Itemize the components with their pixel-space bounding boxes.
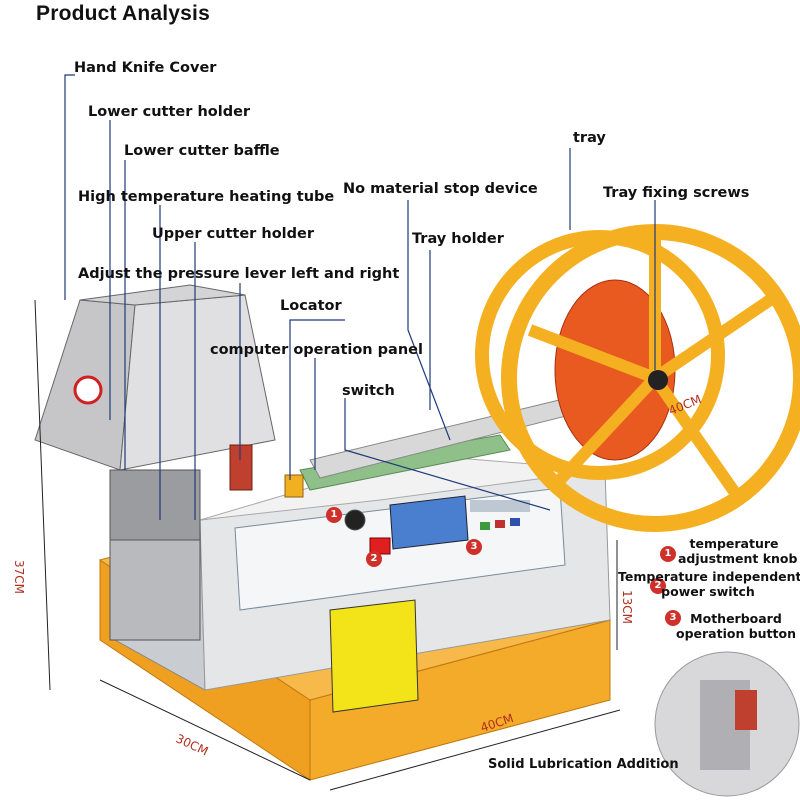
button-grey-1: [470, 500, 530, 512]
button-red: [495, 520, 505, 528]
leader-lines: [64, 74, 656, 520]
cutter-column: [109, 469, 201, 541]
label-switch: switch: [342, 383, 395, 399]
legend-item-1: temperature adjustment knob: [678, 536, 798, 566]
legend-item-1-line2: adjustment knob: [678, 551, 798, 566]
legend-item-1-line1: temperature: [689, 536, 779, 551]
label-operation-panel: computer operation panel: [210, 342, 423, 358]
label-upper-cutter-holder: Upper cutter holder: [152, 226, 314, 242]
label-lower-cutter-holder: Lower cutter holder: [88, 104, 251, 120]
dimension-lines: [34, 299, 621, 791]
dim-height-left: 37CM: [12, 560, 26, 595]
inset-lubrication: [654, 651, 800, 797]
page-title: Product Analysis: [36, 2, 210, 25]
lower-cutter: [109, 539, 201, 641]
heating-spring: [229, 444, 253, 491]
legend-item-3-line1: Motherboard: [690, 611, 782, 626]
lcd-screen: [389, 495, 469, 550]
label-locator: Locator: [280, 298, 342, 314]
inset-caption: Solid Lubrication Addition: [488, 757, 679, 772]
knife-cover-top: [79, 284, 246, 306]
button-blue: [510, 518, 520, 526]
legend-item-3-line2: operation button: [676, 626, 796, 641]
label-stop-device: No material stop device: [343, 181, 538, 197]
no-hand-icon: [73, 375, 103, 405]
legend-item-2-line1: Temperature independent: [618, 569, 800, 584]
legend-item-3: Motherboard operation button: [676, 611, 796, 641]
legend-badge-3: 3: [665, 610, 681, 626]
warning-label: [329, 599, 419, 713]
label-tray-screws: Tray fixing screws: [603, 185, 750, 201]
legend-badge-2: 2: [650, 578, 666, 594]
label-tray: tray: [573, 130, 606, 146]
badge-2: 2: [366, 551, 382, 567]
label-pressure-lever: Adjust the pressure lever left and right: [78, 266, 400, 282]
label-lower-cutter-baffle: Lower cutter baffle: [124, 143, 280, 159]
badge-1: 1: [326, 507, 342, 523]
temperature-knob: [344, 509, 366, 531]
dim-height-right: 13CM: [620, 590, 634, 625]
button-green: [480, 522, 490, 530]
legend-item-2: Temperature independent power switch: [618, 569, 800, 599]
label-heating-tube: High temperature heating tube: [78, 189, 335, 205]
legend-badge-1: 1: [660, 546, 676, 562]
label-tray-holder: Tray holder: [412, 231, 504, 247]
knife-cover-side: [119, 294, 276, 471]
locator-block: [284, 474, 304, 498]
legend-item-2-line2: power switch: [661, 584, 755, 599]
label-hand-knife-cover: Hand Knife Cover: [74, 60, 217, 76]
badge-3: 3: [466, 539, 482, 555]
